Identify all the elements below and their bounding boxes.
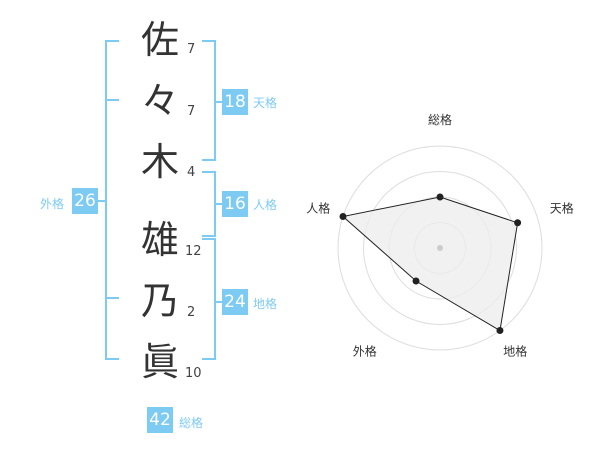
chikaku-score: 24 (222, 289, 248, 315)
gaikaku-score: 26 (72, 188, 98, 214)
chikaku-bracket (202, 238, 216, 360)
tenkaku-score: 18 (222, 89, 248, 115)
radar-axis-label: 総格 (428, 112, 452, 127)
name-char-5: 乃 (140, 279, 179, 323)
gaikaku-connector (98, 200, 106, 202)
stroke-count-1: 7 (187, 42, 196, 57)
name-char-2: 々 (140, 79, 179, 123)
jinkaku-connector (215, 203, 223, 205)
stroke-count-2: 7 (187, 104, 196, 119)
tenkaku-bracket (202, 40, 216, 161)
name-char-1: 佐 (140, 18, 179, 62)
radar-axis-label: 人格 (306, 200, 330, 215)
radar-point (514, 219, 522, 227)
tenkaku-label: 天格 (253, 96, 278, 110)
soukaku-score: 42 (147, 407, 173, 433)
name-char-3: 木 (140, 140, 179, 184)
stroke-count-4: 12 (185, 244, 202, 259)
radar-point (436, 193, 444, 201)
gaikaku-label: 外格 (40, 197, 65, 211)
soukaku-label: 総格 (179, 416, 204, 430)
radar-point (339, 212, 347, 220)
jinkaku-score: 16 (222, 191, 248, 217)
gaikaku-bracket (105, 40, 119, 360)
name-char-4: 雄 (140, 218, 179, 262)
radar-ring (337, 145, 543, 351)
gaikaku-tick-2 (105, 297, 119, 299)
tenkaku-connector (215, 101, 223, 103)
name-char-6: 眞 (140, 340, 179, 384)
stroke-count-5: 2 (187, 305, 196, 320)
stroke-count-6: 10 (185, 366, 202, 381)
stroke-count-3: 4 (187, 165, 196, 180)
jinkaku-label: 人格 (253, 198, 278, 212)
radar-point (412, 277, 420, 285)
radar-axis-label: 地格 (503, 344, 527, 359)
radar-area (341, 196, 519, 332)
radar-axis-label: 外格 (353, 344, 377, 359)
chikaku-label: 地格 (253, 297, 278, 311)
radar-center (437, 245, 443, 251)
radar-axis-label: 天格 (550, 200, 574, 215)
gaikaku-tick-1 (105, 99, 119, 101)
radar-point (496, 327, 504, 335)
chikaku-connector (215, 301, 223, 303)
radar-ring (363, 171, 517, 325)
